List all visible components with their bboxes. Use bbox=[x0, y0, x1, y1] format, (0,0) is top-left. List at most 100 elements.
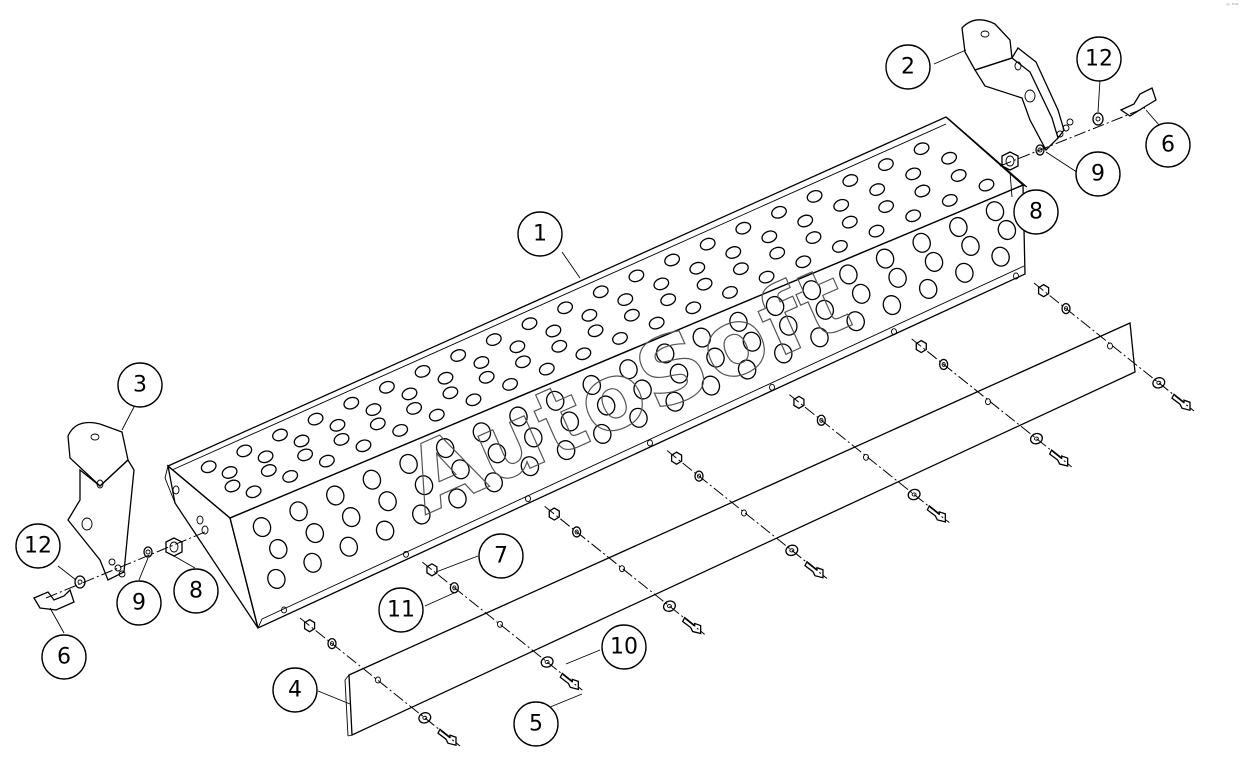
perforation-hole bbox=[619, 359, 638, 380]
perforation-hole bbox=[655, 343, 675, 364]
perforation-hole bbox=[545, 324, 562, 338]
perforation-hole bbox=[343, 396, 360, 410]
perforation-hole bbox=[260, 464, 277, 477]
callout-8-left: 8 bbox=[173, 568, 219, 614]
perforation-hole bbox=[267, 568, 286, 589]
fastener-centerline bbox=[666, 450, 828, 579]
fastener-centerline bbox=[1033, 282, 1195, 412]
perforation-hole bbox=[257, 450, 274, 464]
perforation-hole bbox=[557, 301, 574, 315]
perforation-hole bbox=[414, 364, 431, 378]
perforation-hole bbox=[729, 311, 748, 332]
washer-bore bbox=[1034, 436, 1039, 441]
plate-hole bbox=[619, 565, 625, 573]
callout-balloons: 1 2 3 4 5 6 6 7 8 8 9 9 10 11 12 12 bbox=[15, 36, 1191, 747]
perforation-hole bbox=[905, 209, 922, 223]
perforation-hole bbox=[918, 278, 938, 299]
flat-washer bbox=[907, 488, 921, 501]
perforation-hole bbox=[875, 248, 895, 269]
perforation-hole bbox=[617, 293, 634, 307]
perforation-hole bbox=[375, 520, 395, 541]
perforation-hole bbox=[701, 375, 721, 396]
callout-1: 1 bbox=[517, 211, 563, 257]
svg-text:12: 12 bbox=[1085, 47, 1113, 72]
svg-text:7: 7 bbox=[494, 544, 508, 569]
perforation-hole bbox=[689, 261, 706, 275]
svg-text:12: 12 bbox=[24, 534, 52, 559]
fastener-centerline bbox=[299, 617, 461, 747]
callout-12-right: 12 bbox=[1076, 36, 1122, 82]
flange-hole bbox=[647, 439, 653, 447]
perforation-hole bbox=[556, 440, 576, 461]
hex-bolt bbox=[804, 560, 824, 579]
perforation-hole bbox=[269, 538, 288, 560]
perforation-hole bbox=[333, 432, 350, 446]
perforation-hole bbox=[392, 423, 409, 437]
perforation-hole bbox=[774, 343, 793, 364]
flat-washer bbox=[418, 712, 432, 724]
perforation-hole bbox=[839, 264, 858, 285]
perforation-hole bbox=[696, 277, 713, 291]
washer-bore bbox=[1156, 380, 1162, 385]
fastener-centerline bbox=[422, 561, 583, 691]
perforation-hole bbox=[293, 434, 310, 448]
perforation-hole bbox=[648, 316, 665, 330]
perforation-hole bbox=[318, 454, 335, 468]
right-bracket-part bbox=[961, 19, 1074, 152]
perforation-hole bbox=[795, 255, 812, 269]
perforation-hole bbox=[732, 262, 749, 276]
perforation-hole bbox=[913, 142, 930, 156]
fastener-centerline bbox=[911, 338, 1072, 468]
perforation-hole bbox=[224, 479, 241, 493]
flat-washer bbox=[540, 656, 554, 668]
perforation-hole bbox=[560, 411, 580, 432]
hex-bolt bbox=[559, 672, 579, 691]
flat-washer bbox=[1152, 377, 1166, 389]
svg-text:6: 6 bbox=[1161, 133, 1175, 158]
perforation-hole bbox=[401, 387, 418, 401]
hex-bolt bbox=[681, 616, 702, 635]
washer-bore bbox=[667, 604, 672, 609]
perforation-hole bbox=[665, 391, 684, 412]
perforation-hole bbox=[961, 235, 980, 256]
perforation-hole bbox=[842, 174, 859, 187]
svg-text:10: 10 bbox=[610, 635, 638, 660]
perforation-hole bbox=[978, 178, 995, 192]
flange-nut bbox=[1037, 283, 1050, 298]
perforation-hole bbox=[329, 418, 346, 432]
perforation-hole bbox=[339, 536, 359, 557]
flange-mounting-holes bbox=[281, 272, 1019, 614]
plate-hole bbox=[863, 453, 869, 461]
perforation-hole bbox=[272, 428, 288, 442]
right-bracket-fasteners bbox=[999, 87, 1157, 171]
perforation-hole bbox=[592, 285, 609, 299]
perforation-hole bbox=[623, 308, 640, 322]
perforation-hole bbox=[485, 333, 502, 347]
callout-6-left: 6 bbox=[41, 634, 87, 680]
perforation-hole bbox=[955, 262, 974, 283]
perforation-hole bbox=[509, 406, 528, 427]
perforation-hole bbox=[628, 269, 645, 283]
fastener-centerline bbox=[544, 505, 705, 635]
washer-bore bbox=[819, 417, 824, 423]
perforation-hole bbox=[699, 237, 716, 251]
perforation-hole bbox=[472, 422, 492, 443]
perforation-hole bbox=[414, 475, 434, 496]
perforation-holes bbox=[200, 142, 1017, 589]
perforation-hole bbox=[369, 417, 386, 431]
washer-bore bbox=[574, 529, 579, 535]
perforation-hole bbox=[593, 423, 612, 444]
hex-bolt bbox=[437, 728, 457, 747]
perforation-hole bbox=[282, 469, 299, 483]
perforation-hole bbox=[888, 267, 907, 288]
perforation-hole bbox=[612, 331, 628, 345]
perforation-hole bbox=[221, 466, 238, 479]
svg-text:5: 5 bbox=[529, 712, 543, 737]
perforation-hole bbox=[997, 219, 1017, 241]
flat-washer bbox=[662, 600, 677, 612]
perforation-hole bbox=[399, 453, 418, 474]
perforation-hole bbox=[868, 224, 885, 238]
perforation-hole bbox=[252, 517, 272, 538]
perforation-hole bbox=[551, 339, 568, 353]
svg-text:6: 6 bbox=[57, 645, 71, 670]
